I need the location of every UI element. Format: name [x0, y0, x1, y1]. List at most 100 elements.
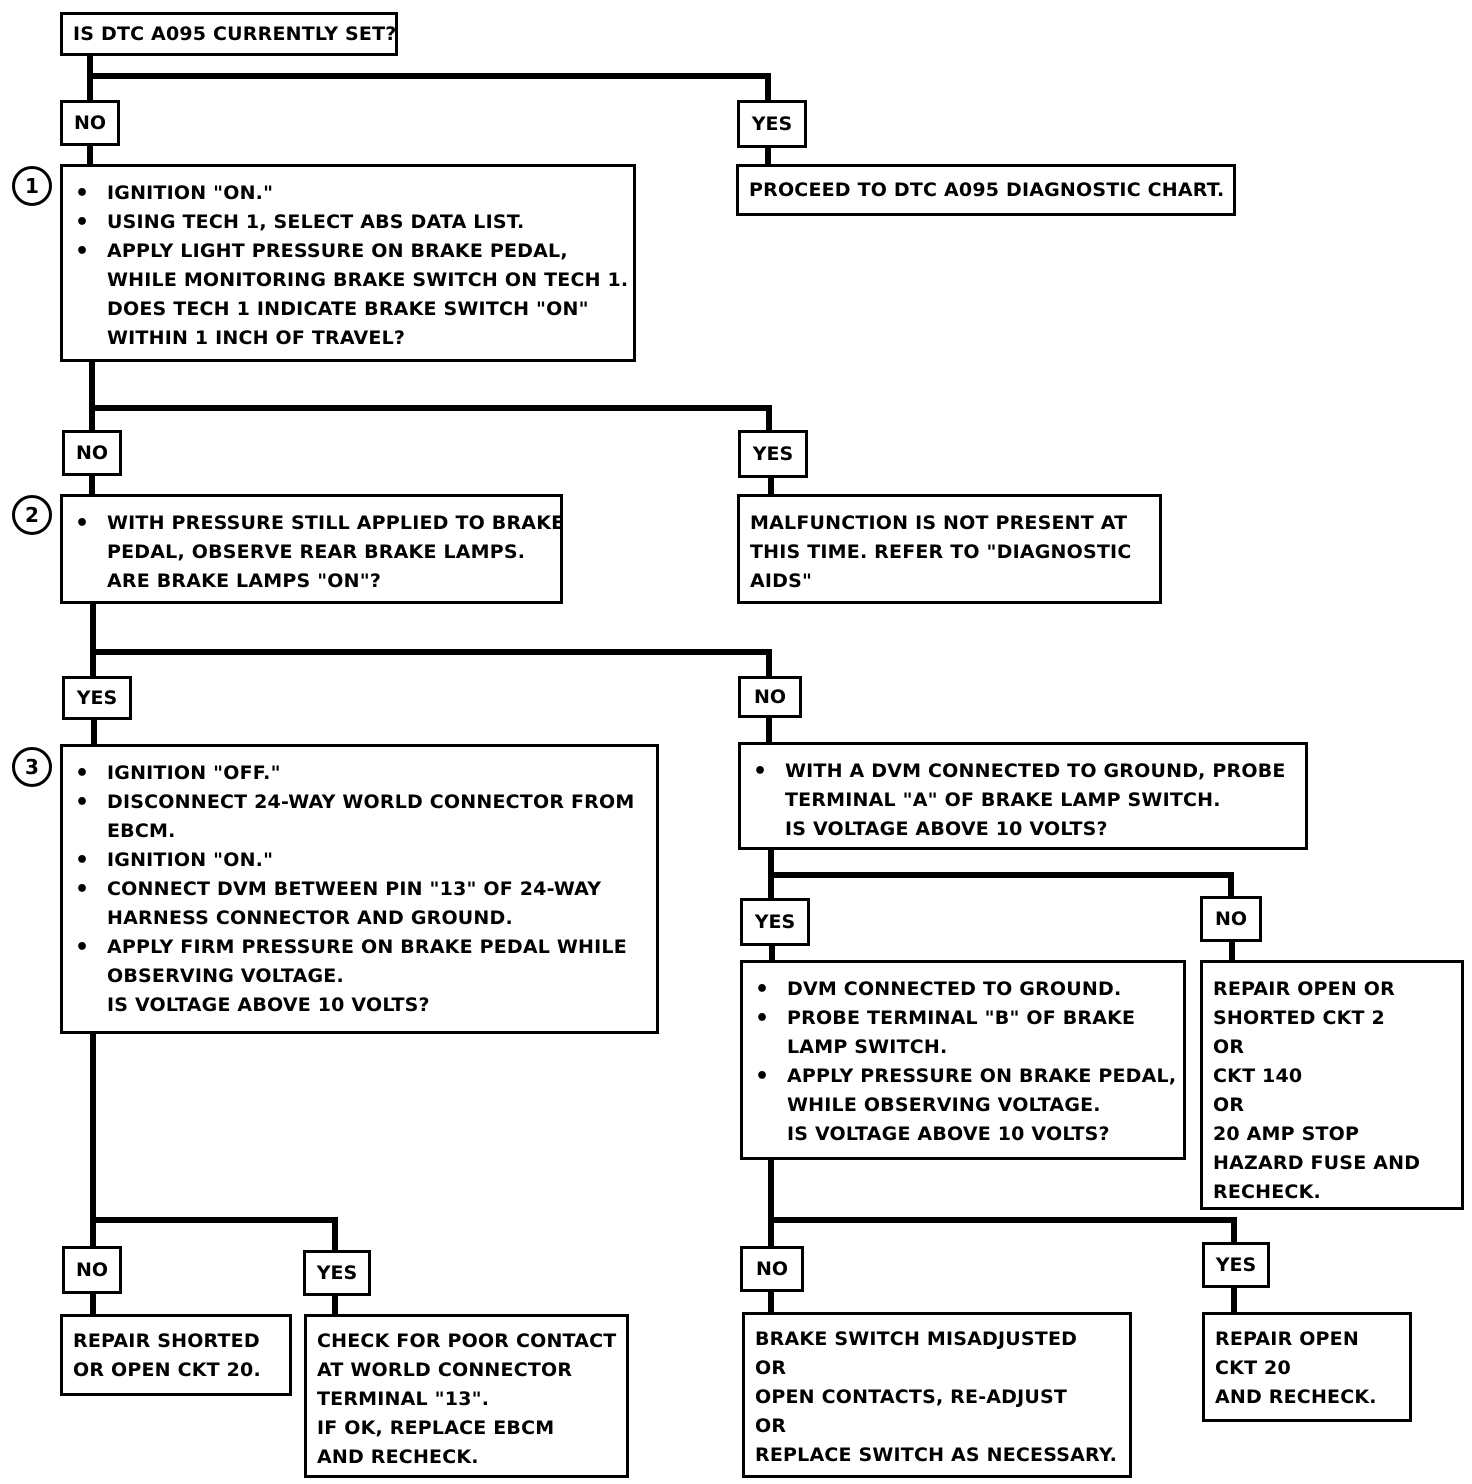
answer-yes-5: YES: [303, 1250, 371, 1296]
terminal-a-bullets: WITH A DVM CONNECTED TO GROUND, PROBE: [741, 757, 1305, 786]
bullet-line: • APPLY PRESSURE ON BRAKE PEDAL,: [743, 1062, 1183, 1091]
answer-yes-1: YES: [737, 100, 807, 148]
step-1-marker: 1: [12, 166, 52, 206]
repair-open-shorted-line: OR: [1213, 1094, 1245, 1116]
answer-no-4-label: NO: [1214, 908, 1248, 930]
step-3-box: • IGNITION "OFF." • DISCONNECT 24-WAY WORLD…: [60, 744, 659, 1034]
text-line: IS VOLTAGE ABOVE 10 VOLTS?: [787, 1123, 1110, 1145]
terminal-a-line: TERMINAL "A" OF BRAKE LAMP SWITCH.: [785, 789, 1221, 811]
answer-yes-3-label: YES: [76, 687, 118, 709]
proceed-text: PROCEED TO DTC A095 DIAGNOSTIC CHART.: [749, 179, 1225, 201]
brake-switch-line: OR: [755, 1357, 787, 1379]
step-2-box: WITH PRESSURE STILL APPLIED TO BRAKE PED…: [60, 494, 564, 604]
text-line: IS VOLTAGE ABOVE 10 VOLTS?: [107, 994, 430, 1016]
answer-no-5: NO: [62, 1246, 122, 1294]
step-1-bullet: APPLY LIGHT PRESSURE ON BRAKE PEDAL,: [63, 237, 633, 266]
brake-switch-box: BRAKE SWITCH MISADJUSTED OR OPEN CONTACTS,…: [742, 1312, 1132, 1478]
repair-shorted-line: REPAIR SHORTED: [73, 1330, 260, 1352]
bullet-icon: •: [75, 848, 90, 873]
bullet-line: • DISCONNECT 24-WAY WORLD CONNECTOR FROM: [63, 788, 656, 817]
answer-yes-4-label: YES: [754, 911, 796, 933]
step-2-line: ARE BRAKE LAMPS "ON"?: [107, 570, 382, 592]
bullet-line: •APPLY FIRM PRESSURE ON BRAKE PEDAL WHIL…: [63, 933, 656, 962]
bullet-text: DVM CONNECTED TO GROUND.: [787, 978, 1122, 1000]
step-2-marker: 2: [12, 495, 52, 535]
step-1-number: 1: [25, 174, 39, 198]
step-1-bullet: IGNITION "ON.": [63, 179, 633, 208]
answer-no-5-label: NO: [75, 1259, 109, 1281]
terminal-b-lines: •DVM CONNECTED TO GROUND.•PROBE TERMINAL…: [743, 975, 1183, 1149]
bullet-line: • CONNECT DVM BETWEEN PIN "13" OF 24-WAY: [63, 875, 656, 904]
answer-no-4: NO: [1200, 896, 1262, 942]
text-line: WHILE OBSERVING VOLTAGE.: [787, 1094, 1101, 1116]
step-2-line: PEDAL, OBSERVE REAR BRAKE LAMPS.: [107, 541, 526, 563]
answer-yes-2-label: YES: [752, 443, 794, 465]
bullet-text: IGNITION "ON.": [107, 849, 274, 871]
repair-open-shorted-line: RECHECK.: [1213, 1181, 1321, 1203]
repair-open-shorted-line: HAZARD FUSE AND: [1213, 1152, 1421, 1174]
bullet-icon: •: [75, 790, 90, 815]
step-1-bullets: IGNITION "ON." USING TECH 1, SELECT ABS …: [63, 179, 633, 266]
check-contact-line: TERMINAL "13".: [317, 1388, 490, 1410]
answer-no-2-label: NO: [75, 442, 109, 464]
bullet-text: CONNECT DVM BETWEEN PIN "13" OF 24-WAY: [107, 878, 602, 900]
step-1-bullet: USING TECH 1, SELECT ABS DATA LIST.: [63, 208, 633, 237]
bullet-line: • IGNITION "OFF.": [63, 759, 656, 788]
malfunction-line: THIS TIME. REFER TO "DIAGNOSTIC: [750, 541, 1132, 563]
repair-open-ckt20-box: REPAIR OPEN CKT 20 AND RECHECK.: [1202, 1312, 1412, 1422]
step-3-marker: 3: [12, 747, 52, 787]
repair-open-ckt20-line: CKT 20: [1215, 1357, 1291, 1379]
step-2-number: 2: [25, 503, 39, 527]
step-1-line: WHILE MONITORING BRAKE SWITCH ON TECH 1.: [107, 269, 629, 291]
terminal-b-box: •DVM CONNECTED TO GROUND.•PROBE TERMINAL…: [740, 960, 1186, 1160]
step-2-bullets: WITH PRESSURE STILL APPLIED TO BRAKE: [63, 509, 564, 538]
step-1-line: DOES TECH 1 INDICATE BRAKE SWITCH "ON": [107, 298, 589, 320]
brake-switch-line: BRAKE SWITCH MISADJUSTED: [755, 1328, 1078, 1350]
answer-no-3: NO: [738, 676, 802, 718]
bullet-line: •DVM CONNECTED TO GROUND.: [743, 975, 1183, 1004]
repair-shorted-box: REPAIR SHORTED OR OPEN CKT 20.: [60, 1314, 292, 1396]
answer-yes-5-label: YES: [316, 1262, 358, 1284]
malfunction-line: MALFUNCTION IS NOT PRESENT AT: [750, 512, 1128, 534]
text-line: LAMP SWITCH.: [787, 1036, 948, 1058]
brake-switch-line: OR: [755, 1415, 787, 1437]
bullet-text: DISCONNECT 24-WAY WORLD CONNECTOR FROM: [107, 791, 635, 813]
bullet-text: APPLY PRESSURE ON BRAKE PEDAL,: [787, 1065, 1177, 1087]
bullet-text: IGNITION "OFF.": [107, 762, 281, 784]
bullet-text: APPLY FIRM PRESSURE ON BRAKE PEDAL WHILE: [107, 936, 627, 958]
terminal-a-line: IS VOLTAGE ABOVE 10 VOLTS?: [785, 818, 1108, 840]
brake-switch-line: REPLACE SWITCH AS NECESSARY.: [755, 1444, 1118, 1466]
terminal-a-bullet: WITH A DVM CONNECTED TO GROUND, PROBE: [741, 757, 1305, 786]
answer-yes-6: YES: [1202, 1242, 1270, 1288]
repair-open-shorted-line: REPAIR OPEN OR: [1213, 978, 1395, 1000]
bullet-icon: •: [75, 877, 90, 902]
answer-no-3-label: NO: [753, 686, 787, 708]
bullet-icon: •: [755, 1064, 770, 1089]
bullet-line: •PROBE TERMINAL "B" OF BRAKE: [743, 1004, 1183, 1033]
check-contact-line: CHECK FOR POOR CONTACT: [317, 1330, 617, 1352]
repair-open-shorted-line: 20 AMP STOP: [1213, 1123, 1360, 1145]
step-3-number: 3: [25, 755, 39, 779]
check-contact-line: AT WORLD CONNECTOR: [317, 1359, 573, 1381]
text-line: EBCM.: [107, 820, 176, 842]
answer-no-6: NO: [740, 1246, 804, 1292]
bullet-icon: •: [75, 761, 90, 786]
start-question-text: IS DTC A095 CURRENTLY SET?: [73, 23, 397, 45]
answer-yes-1-label: YES: [751, 113, 793, 135]
step-3-lines: • IGNITION "OFF." • DISCONNECT 24-WAY WORLD…: [63, 759, 656, 1020]
bullet-text: PROBE TERMINAL "B" OF BRAKE: [787, 1007, 1136, 1029]
repair-open-ckt20-line: AND RECHECK.: [1215, 1386, 1377, 1408]
answer-yes-3: YES: [62, 676, 132, 720]
repair-open-shorted-line: OR: [1213, 1036, 1245, 1058]
brake-switch-line: OPEN CONTACTS, RE-ADJUST: [755, 1386, 1068, 1408]
brake-switch-lines: BRAKE SWITCH MISADJUSTED OR OPEN CONTACTS,…: [755, 1325, 1129, 1470]
malfunction-line: AIDS": [750, 570, 813, 592]
check-contact-line: AND RECHECK.: [317, 1446, 479, 1468]
check-contact-line: IF OK, REPLACE EBCM: [317, 1417, 555, 1439]
step-1-box: IGNITION "ON." USING TECH 1, SELECT ABS …: [60, 164, 636, 362]
proceed-box: PROCEED TO DTC A095 DIAGNOSTIC CHART.: [736, 164, 1236, 216]
start-question-box: IS DTC A095 CURRENTLY SET?: [60, 12, 398, 56]
